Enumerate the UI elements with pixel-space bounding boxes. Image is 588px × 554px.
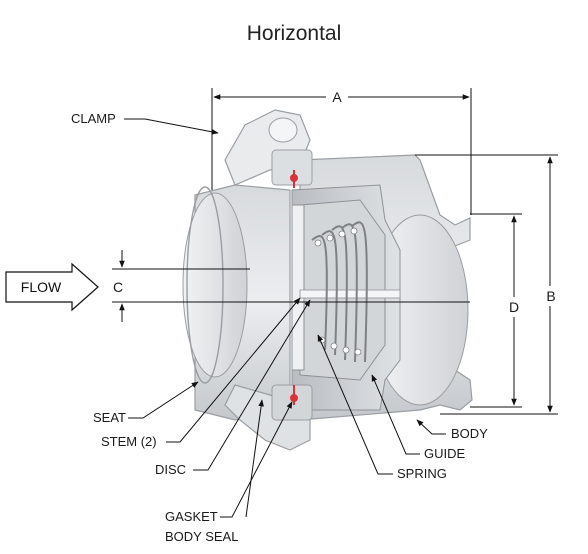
dim-c-label: C	[113, 279, 123, 295]
label-seat: SEAT	[93, 410, 126, 425]
dim-d-label: D	[509, 299, 519, 315]
label-disc: DISC	[155, 462, 186, 477]
label-gasket: GASKET	[165, 509, 218, 524]
label-stem: STEM (2)	[101, 434, 157, 449]
label-body: BODY	[451, 426, 488, 441]
gasket-top	[290, 170, 298, 188]
label-guide: GUIDE	[424, 446, 466, 461]
flow-arrow: FLOW	[5, 262, 99, 312]
inlet-flange	[186, 186, 224, 384]
label-spring: SPRING	[397, 466, 447, 481]
leader-lines	[124, 118, 446, 518]
spring	[311, 221, 368, 363]
disc	[291, 204, 305, 371]
dim-b-label: B	[546, 288, 555, 304]
label-body-seal: BODY SEAL	[165, 529, 238, 544]
stem	[299, 289, 401, 299]
page-title: Horizontal	[246, 22, 342, 45]
valve-illustration	[182, 109, 473, 451]
clamp-hinge-top	[271, 149, 313, 186]
spring-highlights	[314, 227, 362, 356]
label-clamp: CLAMP	[71, 111, 116, 126]
inlet-bore	[182, 192, 248, 378]
dim-a-bg	[326, 88, 348, 106]
gasket-bottom	[290, 385, 298, 405]
dim-b-bg	[542, 286, 560, 306]
dim-a-label: A	[332, 89, 342, 105]
dim-d-bg	[505, 297, 523, 317]
flow-label: FLOW	[21, 279, 62, 295]
clamp-wing-nut	[268, 117, 298, 143]
